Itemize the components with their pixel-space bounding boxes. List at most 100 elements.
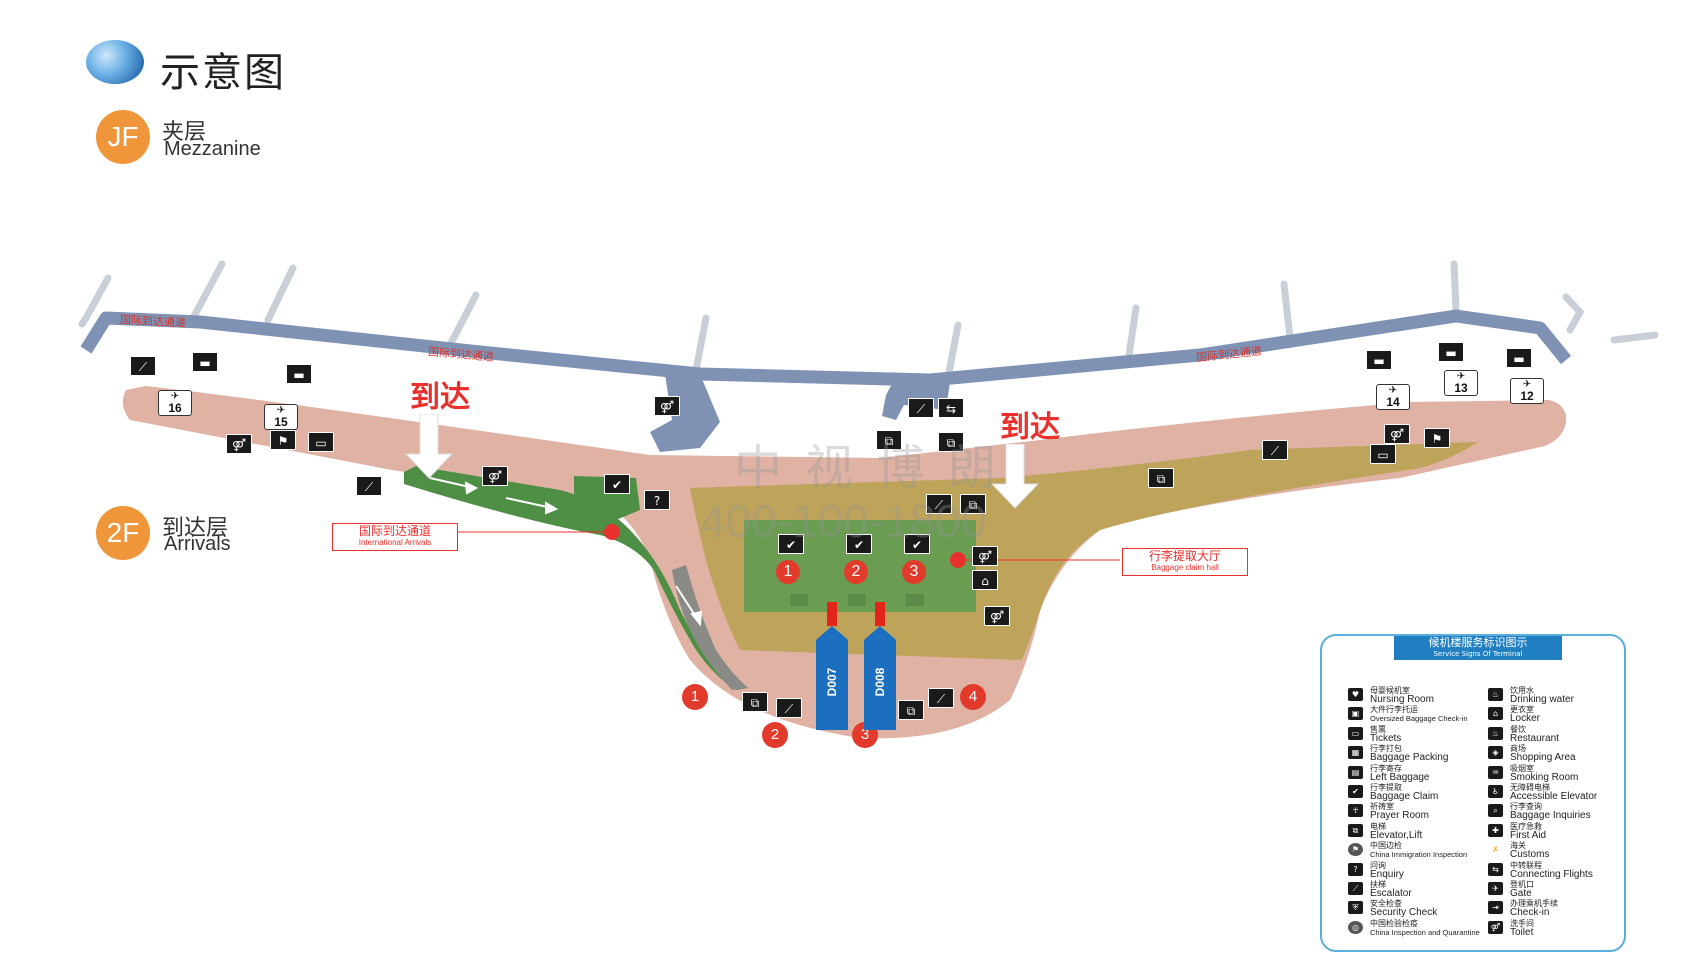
legend-title-en: Service Signs Of Terminal	[1433, 650, 1523, 658]
floor-name-en-jf: Mezzanine	[164, 138, 261, 160]
door-banner-shape	[864, 626, 896, 730]
escalator-icon: ⟋	[356, 476, 382, 496]
legend-en: Oversized Baggage Check-in	[1370, 714, 1468, 724]
legend-en: Baggage Inquiries	[1510, 810, 1591, 822]
legend-zh: 行李打包	[1370, 744, 1402, 754]
legend-zh: 餐饮	[1510, 724, 1526, 734]
gate-sign: ✈16	[158, 390, 192, 416]
legend-zh: 登机口	[1510, 879, 1534, 889]
smoking-room-icon: ♒	[1488, 765, 1503, 779]
pier-stub	[1450, 260, 1460, 314]
baggage-claim-icon: ✔	[604, 474, 630, 494]
left-baggage-icon: ▤	[1348, 765, 1363, 779]
legend-zh: 中国边检	[1370, 841, 1402, 851]
gate-sign: ✈13	[1444, 370, 1478, 396]
exit-marker: 4	[960, 684, 986, 710]
gate-sign: ✈14	[1376, 384, 1410, 410]
baggage-claim-icon: ✔	[846, 534, 872, 554]
toilet-icon: ⚤	[1384, 424, 1410, 444]
pier-stub	[1562, 293, 1585, 334]
legend-zh: 更衣室	[1510, 705, 1534, 715]
legend-zh: 行李寄存	[1370, 763, 1402, 773]
shuttle-bus-icon: ▬	[1366, 350, 1392, 370]
corridor-label: 国际到达通道	[119, 313, 187, 330]
plane-icon: ✈	[1456, 371, 1466, 382]
legend-zh: 医疗急救	[1510, 821, 1542, 831]
escalator-icon: ⟋	[130, 356, 156, 376]
gate-number: 15	[274, 415, 288, 429]
toilet-icon: ⚤	[482, 466, 508, 486]
elevator-icon: ⧉	[898, 700, 924, 720]
legend-en: Security Check	[1370, 907, 1438, 919]
legend-en: Baggage Claim	[1370, 790, 1439, 802]
legend-zh: 海关	[1510, 841, 1526, 851]
drinking-water-icon: ♨	[1488, 688, 1503, 701]
pier-stub	[188, 260, 226, 324]
carousel-base	[790, 594, 808, 606]
door-label: D008	[873, 667, 887, 697]
customs-icon: ✗	[1488, 843, 1503, 857]
gate-sign: ✈12	[1510, 378, 1544, 404]
carousel-base	[906, 594, 924, 606]
arrival-label: 到达	[410, 380, 470, 415]
legend-header: 候机楼服务标识图示 Service Signs Of Terminal	[1394, 636, 1562, 660]
oversized-baggage-icon: ▣	[1348, 707, 1363, 721]
legend-zh: 祈祷室	[1370, 802, 1394, 812]
legend-en: Enquiry	[1370, 868, 1404, 880]
callout-intl-arrivals: 国际到达通道 International Arrivals	[332, 523, 458, 551]
escalator-icon: ⟋	[928, 688, 954, 708]
carousel-number: 3	[902, 560, 926, 584]
carousel-number: 2	[844, 560, 868, 584]
legend-zh: 无障碍电梯	[1510, 782, 1550, 792]
legend-zh: 办理乘机手续	[1510, 899, 1558, 909]
plane-icon: ✈	[1522, 379, 1532, 390]
baggage-claim-icon: ✔	[1348, 784, 1363, 798]
legend-title-zh: 候机楼服务标识图示	[1428, 636, 1528, 649]
connecting-icon: ⇆	[938, 398, 964, 418]
exit-marker: 1	[682, 684, 708, 710]
legend-en: Toilet	[1510, 926, 1534, 938]
arrival-label: 到达	[1000, 410, 1060, 445]
elevator-icon: ⧉	[960, 494, 986, 514]
pier-stub	[264, 264, 297, 324]
toilet-icon: ⚤	[226, 434, 252, 454]
baggage-claim-icon: ✔	[778, 534, 804, 554]
page-title: 示意图	[160, 50, 286, 96]
legend-en: Escalator	[1370, 887, 1412, 899]
immigration-icon: ⚑	[270, 430, 296, 450]
legend-en: Locker	[1510, 713, 1541, 725]
legend-zh: 吸烟室	[1510, 763, 1534, 773]
legend-en: Baggage Packing	[1370, 752, 1449, 764]
legend-en: Tickets	[1370, 732, 1402, 744]
connecting-flights-icon: ⇆	[1488, 862, 1503, 876]
legend-en: Check-in	[1510, 907, 1550, 919]
check-in-icon: ⇥	[1488, 901, 1503, 915]
legend-zh: 电梯	[1370, 821, 1386, 831]
floor-badge-2f: 2F	[96, 506, 150, 560]
legend-zh: 中转联程	[1510, 860, 1542, 870]
baggage-inquiries-icon: ⌕	[1488, 804, 1503, 818]
pier-stub	[1610, 331, 1659, 344]
gate-sign: ✈15	[264, 404, 298, 430]
enquiry-icon: ?	[644, 490, 670, 510]
legend-en: Customs	[1510, 849, 1550, 861]
shuttle-bus-icon: ▬	[1506, 348, 1532, 368]
first-aid-icon: ✚	[1488, 823, 1503, 837]
exit-marker: 2	[762, 722, 788, 748]
quarantine-icon: ◎	[1348, 920, 1363, 934]
immigration-icon: ⚑	[1348, 843, 1363, 857]
